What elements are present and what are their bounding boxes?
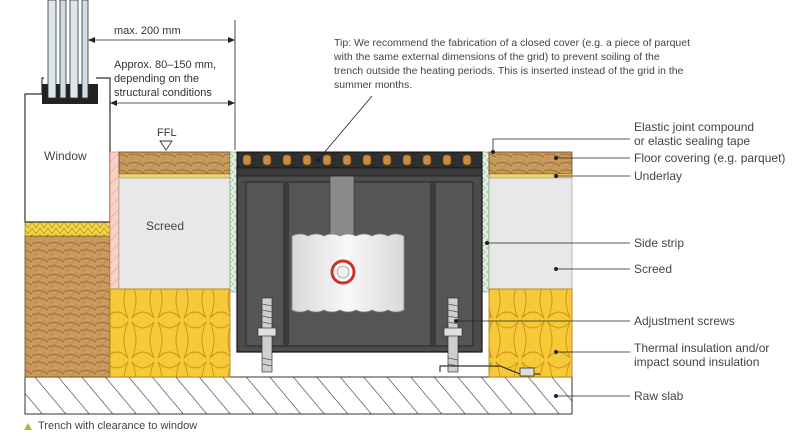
callout-underlay: Underlay xyxy=(634,169,682,183)
tip-line4: summer months. xyxy=(334,79,412,91)
callout-thermal-insulation-1: Thermal insulation and/or xyxy=(634,341,769,355)
screed-left-label: Screed xyxy=(146,219,184,233)
wall-yellow-strip xyxy=(24,221,111,237)
tip-line3: trench outside the heating periods. This… xyxy=(334,65,684,77)
callout-elastic-joint-2: or elastic sealing tape xyxy=(634,134,750,148)
caption-triangle-icon xyxy=(24,422,32,430)
callout-screed: Screed xyxy=(634,262,672,276)
tip-line1: Tip: We recommend the fabrication of a c… xyxy=(334,37,690,49)
callout-floor-covering: Floor covering (e.g. parquet) xyxy=(634,151,785,165)
dim-approx-line3: structural conditions xyxy=(114,87,212,99)
dim-max-label: max. 200 mm xyxy=(114,25,181,37)
screed-right xyxy=(488,177,573,290)
adjustment-screw-right xyxy=(443,297,463,373)
tip-line2: with the same external dimensions of the… xyxy=(333,51,660,63)
caption-text: Trench with clearance to window xyxy=(38,420,198,432)
underlay-left xyxy=(118,173,231,179)
screed-left xyxy=(118,177,231,290)
callout-adjustment-screws: Adjustment screws xyxy=(634,314,735,328)
dim-approx-line2: depending on the xyxy=(114,73,199,85)
floor-covering-left xyxy=(118,151,231,175)
callout-elastic-joint-1: Elastic joint compound xyxy=(634,120,754,134)
anchor-bracket xyxy=(439,365,540,377)
pink-edge-strip-left xyxy=(109,151,120,293)
figure-caption: Trench with clearance to window xyxy=(24,420,197,432)
insulation-left xyxy=(109,288,231,378)
insulation-right xyxy=(488,288,573,378)
callout-thermal-insulation-2: impact sound insulation xyxy=(634,355,759,369)
wall-wood xyxy=(24,235,111,378)
callout-leaders xyxy=(454,138,630,398)
center-support xyxy=(329,175,355,237)
side-strip-right xyxy=(481,151,490,293)
callout-side-strip: Side strip xyxy=(634,236,684,250)
dim-approx-line1: Approx. 80–150 mm, xyxy=(114,59,216,71)
callout-raw-slab: Raw slab xyxy=(634,389,684,403)
floor-covering-right xyxy=(488,151,573,175)
window-label: Window xyxy=(44,149,87,163)
ffl-label: FFL xyxy=(157,127,177,139)
ffl-triangle-icon xyxy=(159,140,173,151)
side-strip-left xyxy=(229,151,238,293)
raw-slab xyxy=(24,376,573,415)
grid-slots xyxy=(242,154,472,166)
adjustment-screw-left xyxy=(257,297,277,373)
